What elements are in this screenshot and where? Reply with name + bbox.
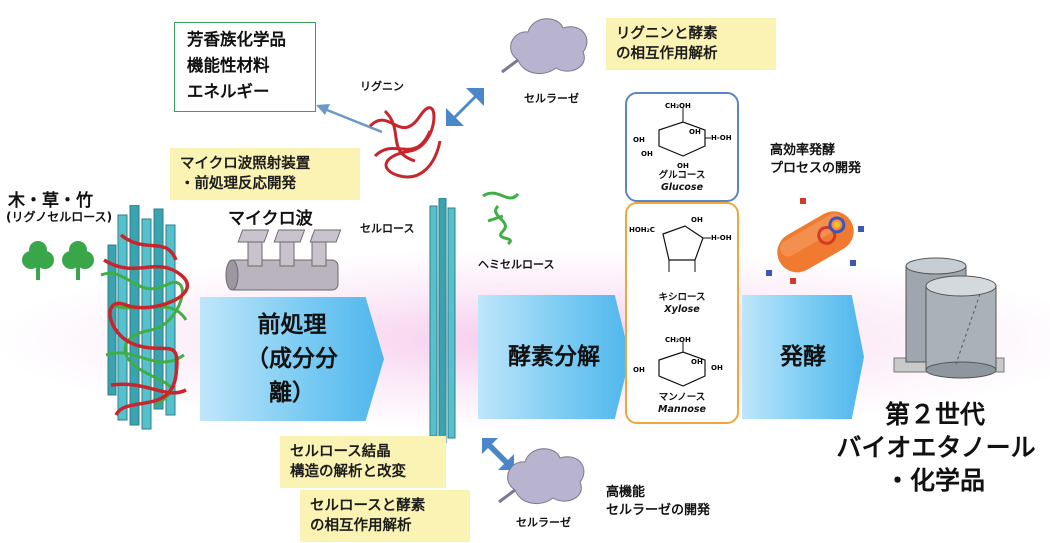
glucose-oh-4: OH [677, 162, 689, 170]
cellulose-enzyme-note-line2: の相互作用解析 [310, 518, 412, 534]
glucose-structure-icon: CH₂OH OH H-OH OH OH OH [633, 102, 731, 170]
lignin-enzyme-note: リグニンと酵素 の相互作用解析 [606, 18, 776, 70]
microbe-icon [766, 198, 864, 284]
pretreatment-line3: 離） [269, 380, 315, 406]
double-arrow-icon [446, 88, 484, 126]
pretreatment-line2: （成分分 [246, 346, 338, 372]
output-line1: 第２世代 [884, 400, 985, 429]
step-hydrolysis: 酵素分解 [478, 295, 630, 419]
xylose-jp: キシロース [658, 292, 706, 303]
cellulose-label: セルロース [360, 222, 415, 235]
step-fermentation: 発酵 [742, 295, 864, 419]
high-function-cellulase-line1: 高機能 [606, 485, 646, 500]
fermentation-label: 発酵 [780, 344, 826, 370]
high-function-cellulase-line2: セルラーゼの開発 [606, 503, 711, 518]
microwave-note-line1: マイクロ波照射装置 [180, 156, 311, 172]
hydrolysis-label: 酵素分解 [508, 344, 600, 370]
mannose-oh-1: OH [691, 358, 703, 366]
lignocellulose-bundle-icon [100, 205, 190, 430]
double-arrow-icon [482, 438, 514, 470]
glucose-en: Glucose [660, 182, 704, 193]
cellulose-enzyme-note-line1: セルロースと酵素 [310, 498, 426, 514]
arrow-to-products-icon [316, 104, 383, 134]
cellulase-bottom-label: セルラーゼ [516, 516, 571, 529]
lignin-enzyme-note-line2: の相互作用解析 [616, 46, 718, 62]
mannose-ch2oh: CH₂OH [665, 336, 691, 344]
lignin-label: リグニン [360, 80, 404, 93]
mannose-en: Mannose [657, 404, 706, 415]
mannose-oh-2: OH [633, 366, 645, 374]
products-box: 芳香族化学品 機能性材料 エネルギー [174, 22, 316, 112]
glucose-h-oh: H-OH [711, 134, 731, 142]
microwave-note: マイクロ波照射装置 ・前処理反応開発 [170, 148, 360, 200]
cellulose-crystal-note-line2: 構造の解析と改変 [290, 464, 406, 480]
output-line3: ・化学品 [884, 466, 985, 495]
xylose-name: キシロース Xylose [632, 292, 732, 316]
cellulase-label: セルラーゼ [524, 92, 579, 105]
glucose-oh-3: OH [641, 150, 653, 158]
xylose-h-oh: H-OH [711, 234, 732, 242]
glucose-ch2oh: CH₂OH [665, 102, 691, 110]
fermentation-dev: 高効率発酵 プロセスの開発 [770, 142, 861, 178]
lignin-polymer-icon [368, 106, 442, 179]
cellulose-fiber-icon [429, 198, 456, 444]
output-line2: バイオエタノール [836, 433, 1036, 462]
xylose-hoh2c: HOH₂C [629, 226, 655, 234]
enzyme-protein-icon [498, 448, 585, 505]
cellulose-enzyme-note: セルロースと酵素 の相互作用解析 [300, 490, 470, 542]
glucose-oh-1: OH [689, 128, 701, 136]
mannose-oh-3: OH [711, 364, 723, 372]
product-functional-material: 機能性材料 [187, 56, 270, 75]
microwave-label: マイクロ波 [228, 209, 313, 229]
xylose-structure-icon: HOH₂C H-OH OH [629, 216, 732, 272]
hemicellulose-label: ヘミセルロース [478, 258, 555, 271]
high-function-cellulase: 高機能 セルラーゼの開発 [606, 484, 710, 520]
glucose-jp: グルコース [658, 170, 706, 181]
mannose-structure-icon: CH₂OH OH OH OH [633, 336, 723, 387]
enzyme-protein-icon [501, 18, 588, 75]
fermentation-dev-line2: プロセスの開発 [770, 161, 862, 176]
mannose-name: マンノース Mannose [632, 392, 732, 416]
tree-icon [22, 241, 94, 280]
product-energy: エネルギー [187, 82, 270, 101]
microwave-device-icon [225, 229, 342, 291]
hemicellulose-icon [482, 191, 520, 246]
cellulose-crystal-note-line1: セルロース結晶 [290, 444, 391, 460]
microwave-note-line2: ・前処理反応開発 [180, 176, 296, 192]
pretreatment-line1: 前処理 [257, 312, 327, 338]
xylose-oh: OH [691, 216, 703, 224]
step-pretreatment: 前処理 （成分分 離） [200, 297, 384, 421]
cellulose-crystal-note: セルロース結晶 構造の解析と改変 [280, 436, 446, 488]
biomass-title: 木・草・竹 [8, 191, 93, 211]
fermentation-dev-line1: 高効率発酵 [770, 143, 836, 158]
storage-tank-icon [893, 257, 1005, 379]
glucose-oh-2: OH [633, 136, 645, 144]
lignin-enzyme-note-line1: リグニンと酵素 [616, 26, 718, 42]
mannose-jp: マンノース [658, 392, 706, 403]
xylose-en: Xylose [664, 304, 700, 315]
pentose-hexose-box: HOH₂C H-OH OH キシロース Xylose CH₂OH OH OH O… [625, 202, 739, 424]
glucose-box: CH₂OH OH H-OH OH OH OH グルコース Glucose [625, 92, 739, 202]
biomass-subtitle: (リグノセルロース) [6, 210, 113, 224]
product-aromatic: 芳香族化学品 [187, 30, 286, 49]
glucose-name: グルコース Glucose [632, 170, 732, 194]
